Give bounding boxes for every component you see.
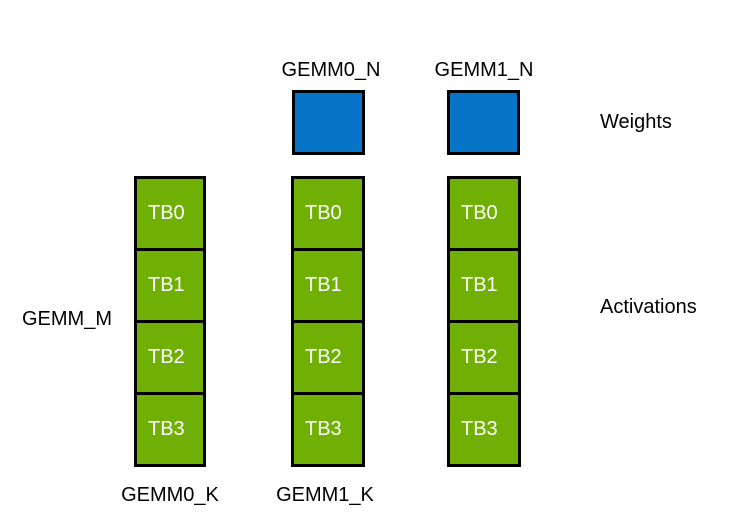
activation-cell: TB1 [134, 248, 206, 323]
gemm0-activation-column: TB0 TB1 TB2 TB3 [134, 176, 206, 470]
activation-cell: TB3 [134, 392, 206, 467]
activation-cell: TB1 [291, 248, 365, 323]
activation-cell: TB0 [447, 176, 521, 251]
activation-cell: TB2 [134, 320, 206, 395]
activation-cell: TB3 [447, 392, 521, 467]
activation-cell: TB3 [291, 392, 365, 467]
gemm1-n-label-line1: GEMM1_N [434, 59, 534, 81]
gemm1-activation-input-column: TB0 TB1 TB2 TB3 [291, 176, 365, 470]
activation-cell: TB2 [291, 320, 365, 395]
gemm1-k-label: GEMM1_K [276, 484, 374, 506]
gemm1-activation-output-column: TB0 TB1 TB2 TB3 [447, 176, 521, 470]
activations-row-label: Activations [600, 296, 697, 318]
gemm0-n-label-line1: GEMM0_N [281, 59, 381, 81]
gemm0-k-label: GEMM0_K [121, 484, 219, 506]
activation-cell: TB0 [134, 176, 206, 251]
gemm-m-label: GEMM_M [22, 308, 112, 330]
activation-cell: TB0 [291, 176, 365, 251]
gemm0-weight-tile [292, 90, 365, 155]
activation-cell: TB1 [447, 248, 521, 323]
gemm1-weight-tile [447, 90, 520, 155]
activation-cell: TB2 [447, 320, 521, 395]
weights-row-label: Weights [600, 111, 672, 133]
